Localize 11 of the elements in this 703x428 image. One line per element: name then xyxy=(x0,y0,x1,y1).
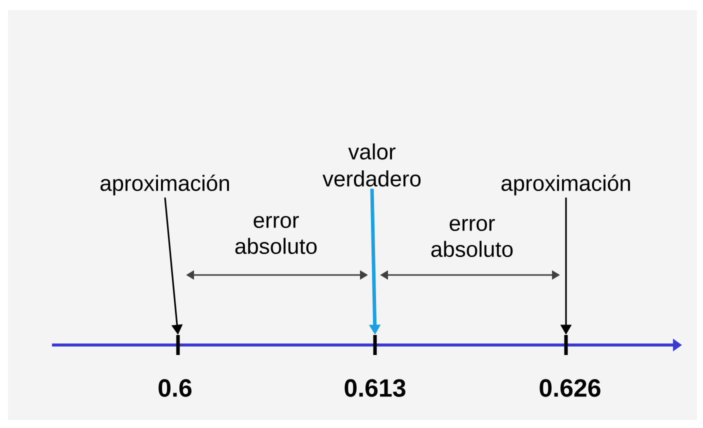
node-label: valor verdadero xyxy=(322,143,421,187)
tick-mark xyxy=(176,335,180,355)
dimension-label: error absoluto xyxy=(431,218,513,258)
tick-mark xyxy=(373,335,377,355)
tick-label: 0.626 xyxy=(540,379,600,397)
dimension-label: error absoluto xyxy=(235,216,317,254)
node-label: aproximación xyxy=(502,174,630,196)
tick-label: 0.613 xyxy=(344,379,406,397)
tick-mark xyxy=(564,335,568,355)
tick-label: 0.6 xyxy=(158,379,192,397)
node-label: aproximación xyxy=(100,174,229,196)
